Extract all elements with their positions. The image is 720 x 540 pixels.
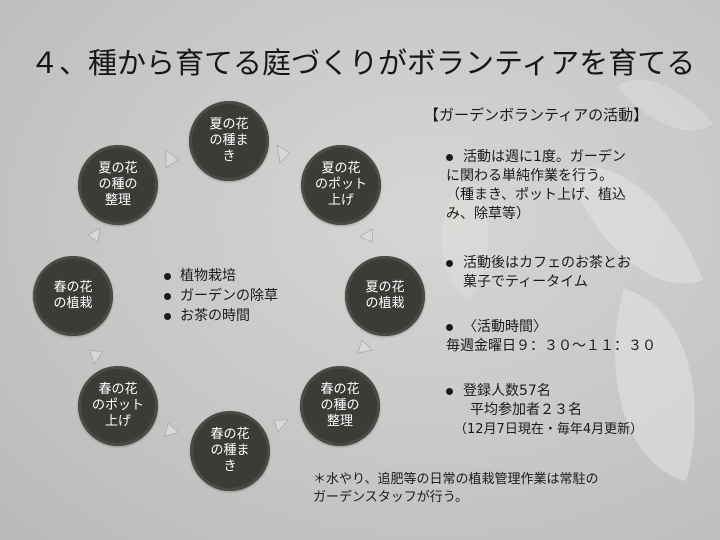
activity-item-frequency: 活動は週に1度。ガーデン に関わる単純作業を行う。 （種まき、ポット上げ、植込 … xyxy=(446,149,627,222)
footnote: ＊水やり、追肥等の日常の植栽管理作業は常駐の ガーデンスタッフが行う。 xyxy=(313,471,598,507)
cycle-node-spring-seed-sorting: 春の花 の種の 整理 xyxy=(300,366,380,446)
cycle-arrow-icon xyxy=(358,228,374,243)
cycle-node-summer-planting: 夏の花 の植栽 xyxy=(345,256,425,336)
activity-text-line: 菓子でティータイム xyxy=(463,274,588,290)
cycle-node-spring-potting: 春の花 のポット 上げ xyxy=(78,366,158,446)
list-item: ガーデンの除草 xyxy=(164,286,278,306)
bullet-icon xyxy=(446,388,453,395)
cycle-center-list: 植物栽培 ガーデンの除草 お茶の時間 xyxy=(164,266,278,326)
activity-item-members: 登録人数57名 平均参加者２３名 （12月7日現在・毎年4月更新） xyxy=(446,382,643,439)
bullet-icon xyxy=(164,292,171,300)
cycle-arrow-icon xyxy=(89,349,104,365)
cycle-node-label: 春の花 の種ま き xyxy=(210,427,250,474)
cycle-arrow-icon xyxy=(276,144,291,164)
cycle-arrow-icon xyxy=(357,339,373,354)
footnote-line: ＊水やり、追肥等の日常の植栽管理作業は常駐の xyxy=(313,472,599,487)
cycle-node-summer-potting: 夏の花 のポット 上げ xyxy=(301,145,381,225)
cycle-node-label: 春の花 の種の 整理 xyxy=(320,382,360,429)
cycle-node-label: 夏の花 の種ま き xyxy=(209,117,249,164)
slide-title: ４、種から育てる庭づくりがボランティアを育てる xyxy=(30,46,696,80)
cycle-node-summer-sowing: 夏の花 の種ま き xyxy=(189,101,269,181)
bullet-icon xyxy=(446,324,453,331)
bullet-icon xyxy=(164,312,171,320)
cycle-node-spring-planting: 春の花 の植栽 xyxy=(33,256,113,336)
footnote-line: ガーデンスタッフが行う。 xyxy=(313,490,468,505)
cycle-arrow-icon xyxy=(163,422,179,438)
bullet-icon xyxy=(446,154,453,161)
activity-item-teatime: 活動後はカフェのお茶とお 菓子でティータイム xyxy=(446,254,631,292)
activity-text-line: み、除草等） xyxy=(446,206,530,222)
activity-update-note: （12月7日現在・毎年4月更新） xyxy=(454,422,644,437)
cycle-node-label: 春の花 のポット 上げ xyxy=(91,382,144,429)
cycle-node-label: 夏の花 の植栽 xyxy=(365,280,405,311)
bullet-icon xyxy=(446,260,453,267)
list-item: 植物栽培 xyxy=(164,266,278,286)
activity-text-line: （種まき、ポット上げ、植込 xyxy=(446,187,627,203)
cycle-node-summer-seed-sorting: 夏の花 の種の 整理 xyxy=(78,145,158,225)
cycle-arrow-icon xyxy=(87,227,101,243)
cycle-node-spring-sowing: 春の花 の種ま き xyxy=(190,411,270,491)
activity-text-line: 平均参加者２３名 xyxy=(470,402,582,418)
activity-text-line: に関わる単純作業を行う。 xyxy=(446,168,614,184)
cycle-node-label: 春の花 の植栽 xyxy=(53,280,93,311)
cycle-arrow-icon xyxy=(273,419,289,433)
cycle-arrow-icon xyxy=(165,149,179,169)
activity-hours-value: 毎週金曜日９：３０～１１：３０ xyxy=(446,338,656,354)
activities-heading: 【ガーデンボランティアの活動】 xyxy=(424,106,649,124)
cycle-node-label: 夏の花 の種の 整理 xyxy=(98,161,138,208)
cycle-node-label: 夏の花 のポット 上げ xyxy=(314,161,367,208)
activity-item-hours: 〈活動時間〉 毎週金曜日９：３０～１１：３０ xyxy=(446,319,656,354)
bullet-icon xyxy=(164,272,171,280)
list-item: お茶の時間 xyxy=(164,306,278,326)
